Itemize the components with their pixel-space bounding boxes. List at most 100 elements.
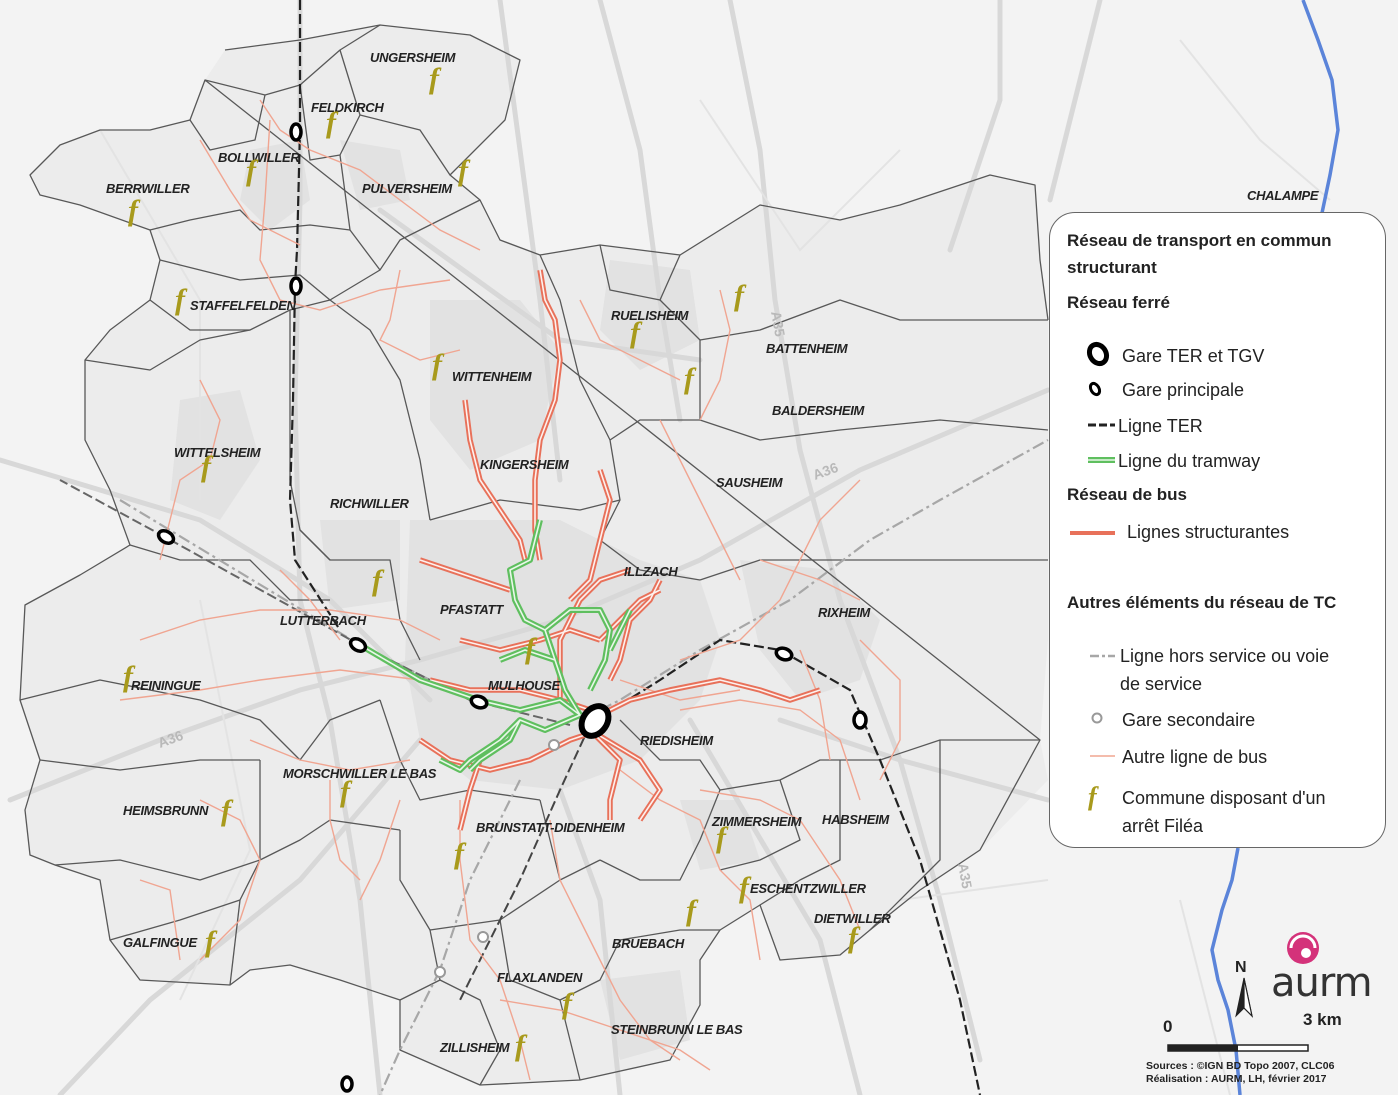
filea-f-icon: f — [739, 871, 752, 904]
station-staffelfelden[interactable] — [289, 276, 303, 296]
legend-item-main-station: Gare principale — [1050, 373, 1385, 403]
credits-line: Réalisation : AURM, LH, février 2017 — [1146, 1073, 1327, 1085]
station-mulhouse-dornach[interactable] — [469, 694, 489, 710]
structurant-bus-line-icon — [1070, 531, 1115, 535]
commune-label: HEIMSBRUNN — [123, 803, 209, 818]
road-label: A35 — [955, 862, 975, 890]
station-wittelsheim[interactable] — [156, 528, 176, 546]
filea-f-icon: f — [686, 894, 699, 927]
legend-item-major-station: Gare TER et TGV — [1050, 339, 1385, 369]
secondary-station[interactable] — [477, 931, 489, 943]
station-main-mulhouse[interactable] — [576, 701, 614, 741]
commune-label: MORSCHWILLER LE BAS — [283, 766, 437, 781]
minor-roads — [99, 39, 1331, 1095]
station-lutterbach[interactable] — [348, 636, 368, 654]
rhine-river — [1210, 0, 1340, 1095]
filea-f-icon: f — [326, 106, 339, 139]
legend-item-out-of-service: Ligne hors service ou voie de service — [1050, 639, 1385, 697]
filea-f-icon: f — [128, 194, 141, 227]
aurm-logo-icon — [1287, 932, 1319, 964]
main-station-icon — [1088, 381, 1102, 397]
filea-f-icon: f — [1088, 782, 1099, 811]
filea-f-icon: f — [429, 62, 442, 95]
commune-label: SAUSHEIM — [716, 475, 784, 490]
commune-label: BATTENHEIM — [766, 341, 849, 356]
commune-label: ZILLISHEIM — [439, 1040, 511, 1055]
ter-line-icon — [1088, 423, 1115, 427]
station-habsheim[interactable] — [852, 710, 868, 730]
secondary-station[interactable] — [548, 739, 560, 751]
commune-label: HABSHEIM — [822, 812, 890, 827]
north-label: N — [1235, 959, 1247, 976]
commune-label: BOLLWILLER — [218, 150, 300, 165]
legend-item-structurant-bus: Lignes structurantes — [1050, 515, 1385, 545]
station-rixheim[interactable] — [774, 646, 794, 662]
commune-label: BRUEBACH — [612, 936, 685, 951]
structurant-bus-lines — [418, 269, 821, 831]
aurm-logo-text: aurm — [1271, 960, 1373, 1006]
station-zillisheim[interactable] — [340, 1075, 354, 1093]
commune-label: PULVERSHEIM — [362, 181, 453, 196]
filea-f-icon: f — [716, 821, 729, 854]
commune-label: ESCHENTZWILLER — [750, 881, 867, 896]
road-labels: A35 A36 A36 A35 — [156, 310, 976, 890]
legend-title: Réseau de transport en commun structuran… — [1067, 231, 1332, 277]
filea-f-icon: f — [848, 921, 861, 954]
filea-f-icon: f — [630, 316, 643, 349]
filea-f-icon: f — [454, 837, 467, 870]
commune-label: MULHOUSE — [488, 678, 561, 693]
commune-label: LUTTERBACH — [280, 613, 367, 628]
stations — [156, 122, 868, 1093]
commune-label: DIETWILLER — [814, 911, 891, 926]
road-network — [0, 0, 1103, 1095]
filea-f-icon: f — [201, 450, 214, 483]
road-label: A35 — [768, 310, 788, 338]
svg-text:f: f — [1088, 782, 1099, 811]
legend-item-filea: f Commune disposant d'un arrêt Filéa — [1050, 781, 1385, 839]
filea-f-icon: f — [340, 775, 353, 808]
commune-label: CHALAMPE — [1247, 188, 1319, 203]
secondary-station[interactable] — [434, 966, 446, 978]
filea-f-icon: f — [221, 794, 234, 827]
scale-end-label: 3 km — [1303, 1010, 1342, 1029]
legend-section-other: Autres éléments du réseau de TC — [1067, 593, 1337, 612]
commune-label: WITTENHEIM — [452, 369, 533, 384]
filea-f-icon: f — [562, 987, 575, 1020]
commune-label: BALDERSHEIM — [772, 403, 866, 418]
legend-section-bus: Réseau de bus — [1067, 485, 1187, 504]
commune-label: FELDKIRCH — [311, 100, 384, 115]
commune-label: UNGERSHEIM — [370, 50, 457, 65]
tram-line-icon — [1088, 457, 1115, 463]
legend-section-rail: Réseau ferré — [1067, 293, 1171, 312]
filea-f-icon: f — [175, 283, 188, 316]
commune-label: KINGERSHEIM — [480, 457, 570, 472]
scale-start-label: 0 — [1163, 1017, 1173, 1036]
commune-label: BRUNSTATT-DIDENHEIM — [476, 820, 626, 835]
out-of-service-line-icon — [1090, 654, 1115, 658]
map-legend: Réseau de transport en commun structuran… — [1049, 212, 1386, 848]
commune-label: RUELISHEIM — [611, 308, 690, 323]
legend-item-ter-line: Ligne TER — [1050, 409, 1385, 439]
secondary-station-icon — [1091, 712, 1103, 724]
commune-label: BERRWILLER — [106, 181, 190, 196]
legend-item-other-bus: Autre ligne de bus — [1050, 740, 1385, 770]
scale-bar — [1167, 1044, 1309, 1052]
filea-f-icon: f — [432, 348, 445, 381]
commune-label: RICHWILLER — [330, 496, 410, 511]
commune-label: FLAXLANDEN — [497, 970, 583, 985]
map-sources: Sources : ©IGN BD Topo 2007, CLC06 Réali… — [1146, 1060, 1334, 1086]
filea-f-icon: f — [123, 660, 136, 693]
commune-label: PFASTATT — [440, 602, 504, 617]
legend-item-secondary-station: Gare secondaire — [1050, 703, 1385, 733]
commune-label: ILLZACH — [624, 564, 678, 579]
commune-labels: UNGERSHEIM FELDKIRCH BOLLWILLER PULVERSH… — [106, 50, 1319, 1055]
other-bus-line-icon — [1090, 755, 1115, 757]
commune-label: REININGUE — [131, 678, 201, 693]
other-bus-lines — [119, 99, 901, 1081]
major-station-icon — [1086, 341, 1110, 367]
filea-f-icon: f — [684, 362, 697, 395]
commune-label: GALFINGUE — [123, 935, 197, 950]
station-feldkirch[interactable] — [289, 122, 303, 142]
